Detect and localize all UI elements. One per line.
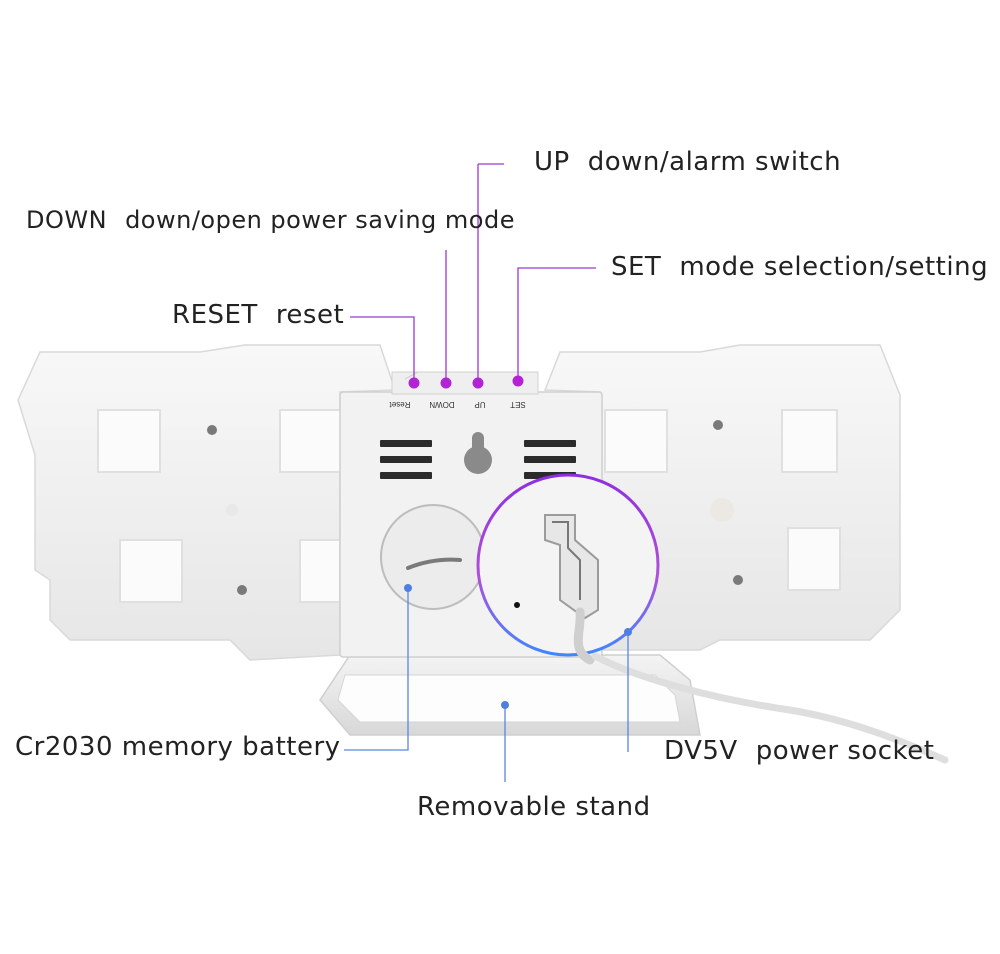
down-desc: down/open power saving mode xyxy=(125,206,515,234)
down-key: DOWN xyxy=(26,206,108,234)
down-button-icon xyxy=(440,377,452,389)
button-label-down: DOWN xyxy=(429,400,455,409)
digit-window xyxy=(97,409,161,473)
top-buttons: Reset DOWN UP SET xyxy=(389,371,526,409)
pointer-dots xyxy=(404,584,632,709)
up-button-icon xyxy=(472,377,484,389)
wall-hook-icon xyxy=(464,432,492,474)
callout-lines xyxy=(344,163,629,782)
battery-pointer-dot xyxy=(404,584,412,592)
socket-desc: power socket xyxy=(755,736,935,766)
screw-icon xyxy=(237,585,247,595)
screw-icon xyxy=(733,575,743,585)
screw-icon xyxy=(713,420,723,430)
button-dots xyxy=(408,375,524,389)
socket-pointer-dot xyxy=(624,628,632,636)
battery-cover xyxy=(380,504,486,610)
socket-callout-label: DV5V power socket xyxy=(664,736,934,766)
right-vent-icon xyxy=(524,440,576,479)
stand-pointer-dot xyxy=(501,701,509,709)
set-button-icon xyxy=(512,375,524,387)
up-desc: down/alarm switch xyxy=(587,147,842,177)
clock-left-digits xyxy=(17,344,397,661)
battery-text: Cr2030 memory battery xyxy=(15,732,341,762)
stand-callout-label: Removable stand xyxy=(417,792,651,822)
down-callout-label: DOWN down/open power saving mode xyxy=(26,206,515,234)
battery-callout-line xyxy=(344,588,409,751)
screw-icon xyxy=(207,425,217,435)
stand-text: Removable stand xyxy=(417,792,651,822)
reset-callout-label: RESET reset xyxy=(172,300,344,330)
left-vent-icon xyxy=(380,440,432,479)
power-cable xyxy=(591,652,949,764)
button-label-reset: Reset xyxy=(389,400,411,409)
socket-key: DV5V xyxy=(664,736,738,766)
reset-callout-line xyxy=(350,316,415,383)
reset-key: RESET xyxy=(172,300,258,330)
set-callout-line xyxy=(517,267,596,383)
digit-window xyxy=(279,409,343,473)
digit-window xyxy=(299,539,341,603)
removable-stand xyxy=(319,654,701,736)
reset-button-icon xyxy=(408,377,420,389)
set-desc: mode selection/setting xyxy=(679,252,989,282)
socket-magnifier xyxy=(476,473,660,665)
digit-window xyxy=(604,409,668,473)
up-key: UP xyxy=(534,147,570,177)
reset-desc: reset xyxy=(275,300,345,330)
up-callout-label: UP down/alarm switch xyxy=(534,147,841,177)
set-callout-label: SET mode selection/setting xyxy=(611,252,988,282)
digit-window xyxy=(781,409,838,473)
colon-dot xyxy=(226,504,238,516)
digit-window xyxy=(787,527,841,591)
set-key: SET xyxy=(611,252,662,282)
colon-dot xyxy=(710,498,734,522)
digit-window xyxy=(119,539,183,603)
button-label-up: UP xyxy=(474,400,485,409)
battery-callout-label: Cr2030 memory battery xyxy=(15,732,341,762)
button-label-set: SET xyxy=(510,400,526,409)
